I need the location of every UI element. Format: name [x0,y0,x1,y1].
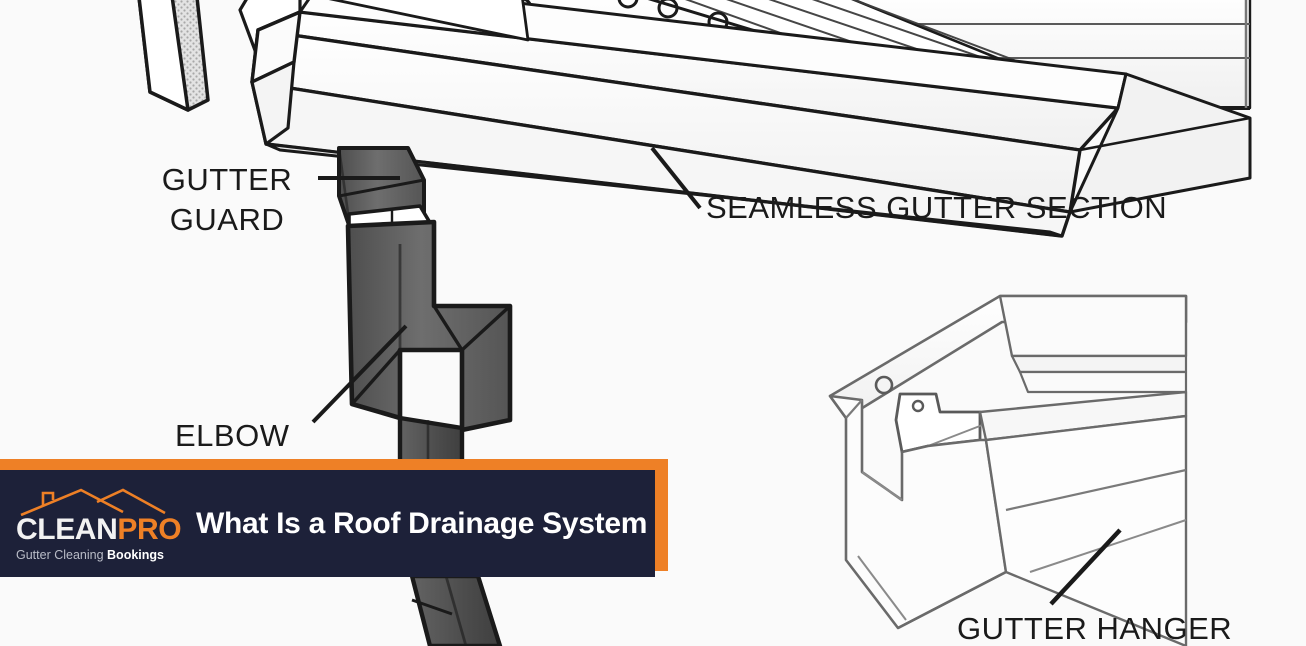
fastener-hole [657,0,679,19]
leader-lines [311,146,1122,606]
banner-panel: CLEANPRO Gutter Cleaning Bookings What I… [0,470,655,577]
leader-elbow [311,324,408,424]
label-elbow: ELBOW [175,418,290,453]
gutter-guard-detail-piece [137,0,210,112]
label-gutter-guard: GUTTER GUARD [143,160,311,239]
roof-outline-icon [20,488,166,516]
leader-gutter-hanger [1049,528,1122,606]
downspout [397,415,503,646]
branded-title-banner: CLEANPRO Gutter Cleaning Bookings What I… [0,459,668,577]
leader-seamless-gutter [650,146,702,210]
logo-wordmark: CLEANPRO [16,512,182,546]
logo-tagline: Gutter Cleaning Bookings [16,549,174,562]
label-gutter-hanger: GUTTER HANGER [957,611,1233,646]
label-gutter-guard-line2: GUARD [169,201,285,237]
logo-word-clean: CLEAN [16,512,118,546]
label-gutter-guard-line1: GUTTER [161,162,293,197]
logo-tagline-regular: Gutter Cleaning [16,547,108,562]
hanger-screw-hole [874,375,894,395]
bracket-hole [911,399,925,413]
downspout-elbow [337,146,513,433]
label-seamless-gutter-section: SEAMLESS GUTTER SECTION [706,190,1168,225]
logo-tagline-bold: Bookings [107,547,164,562]
banner-title: What Is a Roof Drainage System [196,506,648,540]
roof-deck-strip [328,0,530,42]
cleanpro-logo[interactable]: CLEANPRO Gutter Cleaning Bookings [16,486,182,562]
fastener-hole [617,0,639,9]
logo-word-pro: PRO [117,512,182,546]
gutter-hanger-assembly [828,294,1188,646]
